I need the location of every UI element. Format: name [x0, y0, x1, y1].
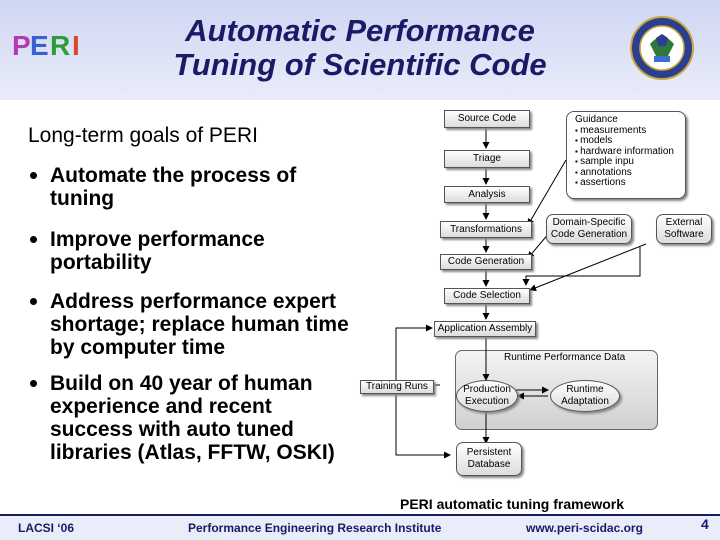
guidance-item: assertions: [575, 177, 685, 189]
guidance-item: annotations: [575, 167, 685, 179]
goal-item: Build on 40 year of human experience and…: [28, 372, 398, 464]
logo-letter-e: E: [30, 30, 49, 61]
guidance-item: measurements: [575, 125, 685, 137]
production-execution-node: Production Execution: [456, 380, 518, 412]
triage-box: Triage: [444, 150, 530, 168]
goals-list: Automate the process of tuning Improve p…: [28, 164, 398, 480]
runtime-adaptation-node: Runtime Adaptation: [550, 380, 620, 412]
transformations-box: Transformations: [440, 221, 532, 238]
persistent-database-node: Persistent Database: [456, 442, 522, 476]
goal-item: Automate the process of tuning: [28, 164, 398, 210]
slide-header: [0, 0, 720, 100]
training-runs-box: Training Runs: [360, 380, 434, 394]
guidance-item: sample inpu: [575, 156, 685, 168]
footer-center-text: Performance Engineering Research Institu…: [188, 521, 442, 535]
logo-letter-p: P: [12, 30, 31, 61]
logo-letter-r: R: [50, 30, 71, 61]
domain-specific-code-generation-box: Domain-Specific Code Generation: [546, 214, 632, 244]
guidance-list: measurements models hardware information…: [575, 125, 685, 189]
guidance-item: models: [575, 135, 685, 147]
application-assembly-box: Application Assembly: [434, 321, 536, 337]
footer-url: www.peri-scidac.org: [526, 521, 643, 535]
logo-letter-i: I: [72, 30, 80, 61]
footer-divider: [0, 514, 720, 516]
footer-left-text: LACSI ‘06: [18, 521, 75, 535]
guidance-item: hardware information: [575, 146, 685, 158]
guidance-title: Guidance: [575, 114, 618, 125]
source-code-box: Source Code: [444, 110, 530, 128]
slide-footer: [0, 516, 720, 540]
doe-seal-icon: [630, 16, 694, 80]
goals-title: Long-term goals of PERI: [28, 124, 258, 147]
diagram-caption: PERI automatic tuning framework: [400, 496, 625, 512]
runtime-performance-data-label: Runtime Performance Data: [504, 352, 626, 363]
title-line-2: Tuning of Scientific Code: [173, 47, 547, 82]
code-selection-box: Code Selection: [444, 288, 530, 304]
page-number: 4: [701, 516, 709, 532]
guidance-box: Guidance measurements models hardware in…: [566, 111, 686, 199]
analysis-box: Analysis: [444, 186, 530, 203]
code-generation-box: Code Generation: [440, 254, 532, 270]
external-software-box: External Software: [656, 214, 712, 244]
peri-logo: P E R I: [10, 26, 92, 70]
goal-item: Improve performance portability: [28, 228, 398, 274]
title-line-1: Automatic Performance: [185, 13, 535, 48]
slide-title: Automatic Performance Tuning of Scientif…: [130, 14, 590, 82]
goal-item: Address performance expert shortage; rep…: [28, 290, 398, 359]
